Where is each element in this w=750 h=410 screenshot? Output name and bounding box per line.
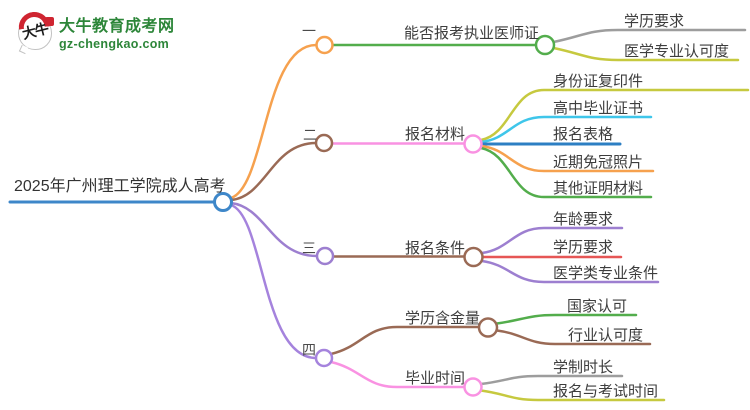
edge-exam-time [479,389,666,402]
edge-age-requirement [480,226,624,255]
root-node-circle [213,192,233,212]
logo-site-name: 大牛教育成考网 [59,18,175,35]
root-node-label: 2025年广州理工学院成人高考 [14,178,226,195]
branch-1-index-label: 一 [302,23,316,39]
site-logo: 大牛 大牛教育成考网 gz-chengkao.com [17,10,175,55]
child-id-copy-label: 身份证复印件 [553,73,644,90]
logo-text-block: 大牛教育成考网 gz-chengkao.com [59,16,175,51]
branch-2-topic-circle [463,134,483,154]
child-registration-form-label: 报名表格 [553,126,614,143]
branch-1-index-circle [315,35,334,55]
branch-3-index-circle [315,246,335,266]
branch-4-index-label: 四 [302,342,316,358]
child-medical-major-condition-label: 医学类专业条件 [553,265,659,282]
edge-study-duration [479,374,624,386]
edge-degree-requirement [552,28,747,44]
logo-site-domain: gz-chengkao.com [59,37,170,51]
edge-medical-major-recognition [552,46,740,62]
child-degree-requirement-label: 学历要求 [624,13,685,30]
edge-national-recognition [495,313,638,325]
child-highschool-diploma-label: 高中毕业证书 [553,100,644,117]
child-age-requirement-label: 年龄要求 [553,211,614,228]
edge-recent-photo [479,144,655,173]
child-exam-time-label: 报名与考试时间 [553,383,659,400]
branch-4-topic-2-curve [329,360,466,389]
edge-industry-recognition [495,329,652,346]
branch-1-topic-circle [534,34,556,56]
child-other-materials-label: 其他证明材料 [553,180,644,197]
branch-3-curve [229,201,319,258]
edge-medical-major-condition [480,259,660,284]
branch-3-topic-circle [463,246,484,268]
child-national-recognition-label: 国家认可 [567,298,628,315]
branch-2-curve [229,141,318,202]
branch-4-index-circle [314,348,334,368]
topic-degree-value-label: 学历含金量 [405,310,481,327]
branch-3-index-label: 三 [302,240,316,256]
topic-doctor-cert-label: 能否报考执业医师证 [404,25,540,42]
logo-bull-icon: 大牛 [17,10,54,55]
edge-id-copy [479,88,750,142]
branch-4-topic-1-curve [329,325,481,356]
branch-4-topic-2-circle [463,377,483,397]
edge-other-materials [479,146,653,199]
child-industry-recognition-label: 行业认可度 [568,327,644,344]
logo-seal-icon [45,17,54,26]
branch-1-curve [229,43,318,200]
branch-4-topic-1-circle [477,317,499,338]
branch-4-curve [229,203,318,360]
child-education-requirement-label: 学历要求 [553,239,614,256]
topic-graduation-time-label: 毕业时间 [405,370,466,387]
topic-registration-conditions-label: 报名条件 [405,240,466,257]
edge-highschool-diploma [479,115,653,144]
branch-2-index-circle [314,133,334,153]
child-study-duration-label: 学制时长 [553,359,614,376]
child-recent-photo-label: 近期免冠照片 [553,154,644,171]
child-medical-major-recognition-label: 医学专业认可度 [624,43,730,60]
topic-registration-materials-label: 报名材料 [405,126,466,143]
branch-2-index-label: 二 [303,127,317,143]
